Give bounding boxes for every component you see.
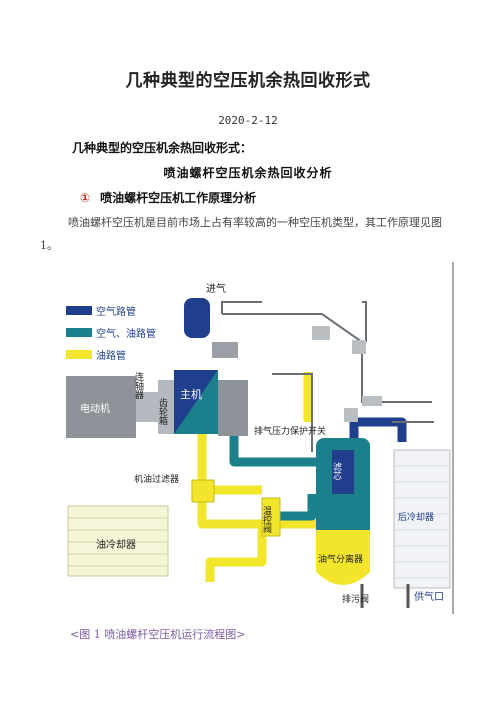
oil-filter-label: 机油过滤器 [134,473,179,485]
heading-text: 喷油螺杆空压机工作原理分析 [100,191,257,205]
gearbox [158,380,174,434]
solenoid-valve [352,340,366,354]
pressure-switch-body [344,408,358,422]
main-unit-label: 主机 [180,387,202,401]
thermostatic-valve-label: 温控阀 [261,506,272,534]
coupling-label: 连轴器 [133,371,144,399]
legend-label-oil: 油路管 [96,349,126,362]
main-unit-body [218,380,248,436]
filter-element [332,450,354,494]
coupling [136,392,158,422]
air-oil-pipes [229,434,318,521]
page-title: 几种典型的空压机余热回收形式 [125,71,371,91]
legend-swatch-air-oil [66,328,92,337]
check-valve [362,396,382,406]
drain-valve-label: 排污阀 [342,593,369,605]
legend-swatch-air [66,306,92,315]
legend-swatch-oil [66,350,92,359]
body-paragraph: 喷油螺杆空压机是目前市场上占有率较高的一种空压机类型，其工作原理见图 1。 [40,216,442,252]
aftercooler [393,449,451,589]
subtitle: 几种典型的空压机余热回收形式： [72,141,253,155]
compressor-flow-diagram: 空气路管 空气、油路管 油路管 进气 [62,262,454,614]
filter-element-label: 滤芯 [331,461,342,480]
numbered-heading: ① 喷油螺杆空压机工作原理分析 [80,189,256,206]
intake-filter [184,298,210,338]
minimum-pressure-valve [312,326,330,340]
section-heading: 喷油螺杆空压机余热回收分析 [163,166,333,180]
thermostatic-valve [261,497,281,537]
electric-motor [66,376,136,438]
main-unit-shade [174,370,218,434]
intake-valve [212,342,238,358]
control-lines [221,301,434,452]
publish-date: 2020-2-12 [218,114,278,127]
legend-label-air: 空气路管 [96,305,136,318]
oil-cooler-label: 油冷却器 [96,538,136,551]
figure-caption: <图 1 喷油螺杆空压机运行流程图> [70,628,246,641]
oil-separator-label: 油气分离器 [318,553,363,565]
air-pipes [349,417,407,442]
intake-label: 进气 [206,282,226,295]
heading-number: ① [80,191,91,205]
aftercooler-label: 后冷却器 [398,511,434,523]
gearbox-label: 齿轮箱 [157,398,168,426]
oil-filter [191,479,215,503]
motor-label: 电动机 [80,402,110,415]
aftercooler-fins [394,465,450,579]
legend-label-air-oil: 空气、油路管 [96,327,156,340]
oil-cooler-fins [68,517,168,567]
oil-reservoir [316,530,370,585]
exhaust-pressure-switch-label: 排气压力保护开关 [254,425,326,437]
air-supply-label: 供气口 [414,590,444,603]
